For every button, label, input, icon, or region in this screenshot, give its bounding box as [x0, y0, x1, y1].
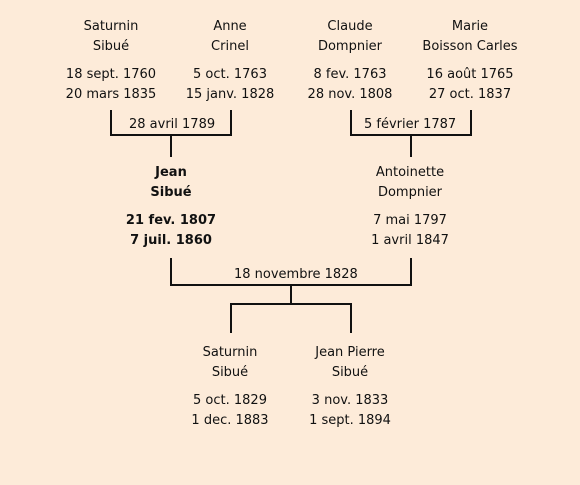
person-card-grandfather-paternal: Saturnin Sibué 18 sept. 1760 20 mars 183…	[36, 17, 186, 105]
person-death-date: 20 mars 1835	[65, 87, 157, 102]
person-birth-date: 5 oct. 1829	[193, 393, 267, 408]
person-death-date: 15 janv. 1828	[185, 87, 275, 102]
person-death-date: 27 oct. 1837	[428, 87, 512, 102]
person-first-name: Claude	[327, 19, 373, 34]
person-last-name: Sibué	[150, 185, 192, 200]
person-death-date: 1 dec. 1883	[191, 413, 269, 428]
person-birth-date: 18 sept. 1760	[65, 67, 157, 82]
person-card-mother: Antoinette Dompnier 7 mai 1797 1 avril 1…	[335, 163, 485, 251]
person-last-name: Boisson Carles	[422, 39, 518, 54]
person-card-grandmother-maternal: Marie Boisson Carles 16 août 1765 27 oct…	[395, 17, 545, 105]
person-birth-date: 3 nov. 1833	[311, 393, 389, 408]
person-first-name: Saturnin	[202, 345, 258, 360]
person-birth-date: 5 oct. 1763	[193, 67, 267, 82]
person-last-name: Crinel	[211, 39, 249, 54]
person-first-name: Anne	[213, 19, 247, 34]
person-last-name: Sibué	[211, 365, 249, 380]
person-card-child: Saturnin Sibué 5 oct. 1829 1 dec. 1883	[155, 343, 305, 431]
person-first-name: Saturnin	[83, 19, 139, 34]
person-card-father: Jean Sibué 21 fev. 1807 7 juil. 1860	[96, 163, 246, 251]
person-card-grandfather-maternal: Claude Dompnier 8 fev. 1763 28 nov. 1808	[275, 17, 425, 105]
person-card-child: Jean Pierre Sibué 3 nov. 1833 1 sept. 18…	[275, 343, 425, 431]
person-death-date: 7 juil. 1860	[130, 233, 212, 248]
person-birth-date: 7 mai 1797	[373, 213, 447, 228]
person-death-date: 28 nov. 1808	[307, 87, 393, 102]
person-first-name: Antoinette	[375, 165, 445, 180]
marriage-date-maternal: 5 février 1787	[361, 117, 460, 133]
marriage-date-parents: 18 novembre 1828	[231, 267, 361, 283]
person-last-name: Dompnier	[317, 39, 383, 54]
person-birth-date: 16 août 1765	[426, 67, 514, 82]
person-first-name: Jean Pierre	[315, 345, 385, 360]
person-card-grandmother-paternal: Anne Crinel 5 oct. 1763 15 janv. 1828	[155, 17, 305, 105]
person-last-name: Sibué	[92, 39, 130, 54]
marriage-date-paternal: 28 avril 1789	[126, 117, 219, 133]
person-first-name: Marie	[451, 19, 489, 34]
person-last-name: Dompnier	[377, 185, 443, 200]
person-birth-date: 21 fev. 1807	[125, 213, 217, 228]
person-birth-date: 8 fev. 1763	[313, 67, 387, 82]
person-last-name: Sibué	[331, 365, 369, 380]
person-first-name: Jean	[155, 165, 187, 180]
person-death-date: 1 sept. 1894	[309, 413, 391, 428]
person-death-date: 1 avril 1847	[371, 233, 449, 248]
